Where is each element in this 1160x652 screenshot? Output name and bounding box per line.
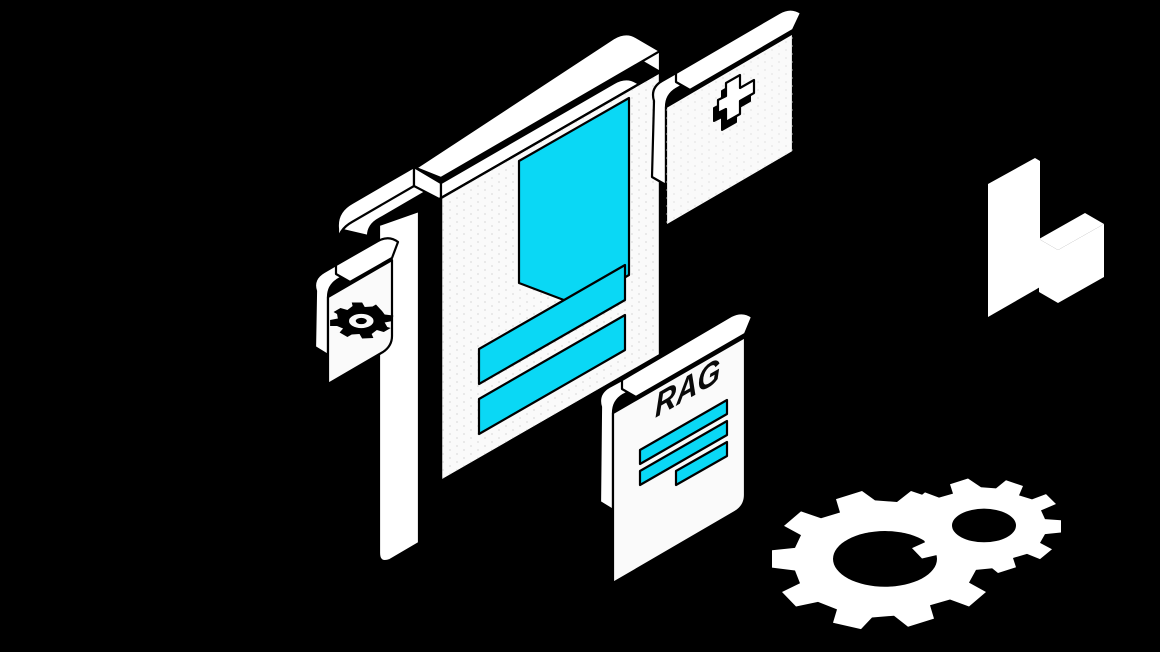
rag-card[interactable]: RAG bbox=[598, 312, 754, 585]
document-text-bars bbox=[477, 263, 627, 436]
logo-cube-left bbox=[1039, 239, 1058, 303]
rag-bar-2 bbox=[638, 419, 729, 487]
plus-icon: + bbox=[713, 73, 756, 131]
text-bar-1 bbox=[477, 263, 627, 386]
add-card-texture bbox=[666, 33, 793, 226]
add-card-top-bevel bbox=[674, 8, 803, 92]
rag-bar-1 bbox=[638, 398, 729, 466]
gear-small-hole bbox=[952, 508, 1016, 543]
gear-small bbox=[905, 478, 1061, 575]
logo-cube-right bbox=[1058, 224, 1104, 303]
page-gutter-join bbox=[422, 480, 442, 493]
rag-bar-3 bbox=[674, 440, 729, 487]
gear-cluster bbox=[772, 478, 1061, 630]
rag-card-bars bbox=[638, 398, 729, 487]
settings-card-top-bevel bbox=[334, 237, 400, 284]
settings-card[interactable] bbox=[313, 237, 404, 386]
logo-cube-top bbox=[1039, 213, 1104, 250]
text-bar-2 bbox=[477, 313, 627, 436]
logo-slab bbox=[988, 158, 1035, 317]
add-card[interactable]: + bbox=[0, 0, 803, 228]
logo-mark bbox=[988, 158, 1104, 317]
gear-icon-hub bbox=[355, 317, 367, 325]
logo-slab-edge bbox=[1035, 158, 1040, 290]
document-spine bbox=[336, 165, 443, 250]
page-gutter-join-top bbox=[422, 197, 442, 210]
rag-card-top-bevel bbox=[620, 312, 754, 399]
main-document[interactable] bbox=[336, 33, 662, 563]
page-face-outline bbox=[439, 70, 662, 483]
gear-icon bbox=[330, 302, 394, 339]
gear-large-hole bbox=[833, 531, 937, 587]
plus-icon-face bbox=[716, 73, 756, 124]
page-top-face bbox=[414, 33, 662, 180]
